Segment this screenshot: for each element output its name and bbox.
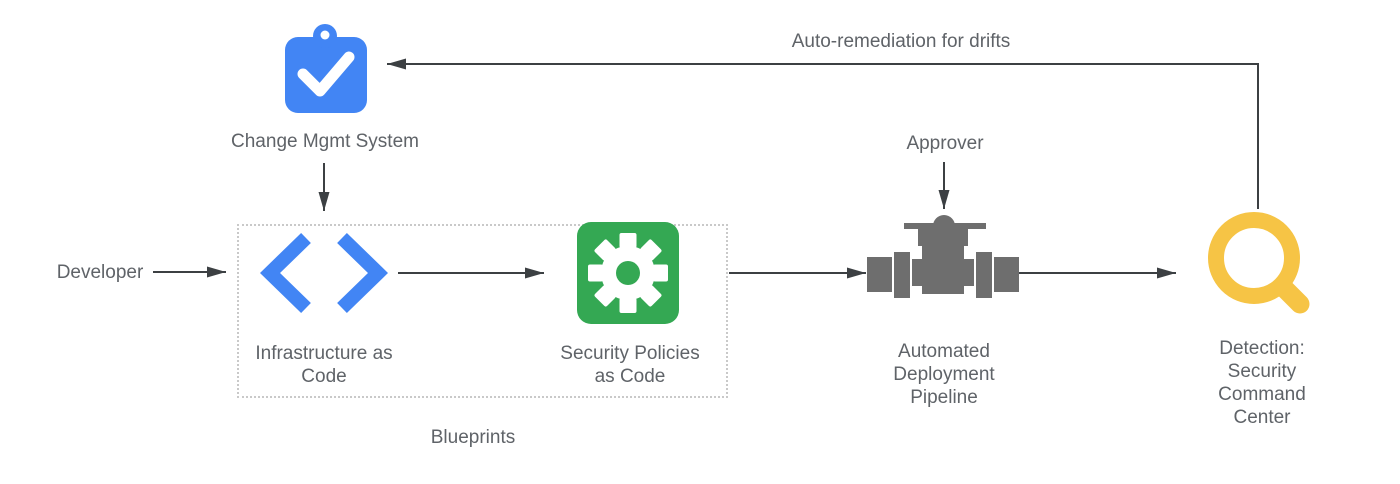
gear-icon (577, 222, 679, 329)
approver-label: Approver (906, 133, 984, 154)
developer-label: Developer (56, 262, 144, 283)
auto-remediation-label: Auto-remediation for drifts (791, 31, 1011, 52)
magnifier-icon (1196, 204, 1316, 329)
infrastructure-as-code-label: Infrastructure as Code (255, 343, 393, 387)
auto-remediation-feedback-line (387, 58, 1259, 209)
detection-scc-label: Detection: Security Command Center (1218, 338, 1306, 428)
change-mgmt-system-label: Change Mgmt System (231, 131, 419, 152)
clipboard-check-icon (283, 22, 369, 122)
automated-deployment-pipeline-label: Automated Deployment Pipeline (893, 341, 995, 408)
blueprints-group-box (237, 224, 728, 398)
security-policies-as-code-label: Security Policies as Code (560, 343, 700, 387)
code-brackets-icon (259, 230, 389, 321)
blueprints-label: Blueprints (430, 427, 516, 448)
pipeline-valve-icon (864, 214, 1024, 309)
